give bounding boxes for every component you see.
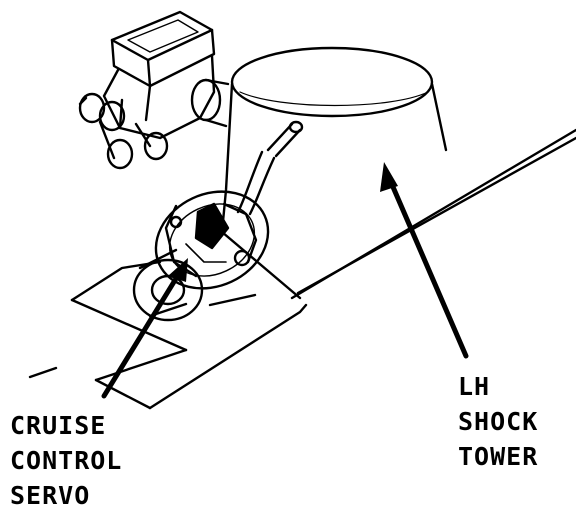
leader-arrows: [101, 177, 469, 399]
cruise-control-servo: [132, 190, 270, 322]
vacuum-hose: [236, 120, 304, 216]
label-line: SERVO: [10, 481, 91, 510]
shock-tower: [220, 46, 448, 300]
fender-panel: [28, 128, 576, 410]
label-line: TOWER: [458, 442, 539, 471]
lh-shock-tower-label: LH SHOCK TOWER: [458, 369, 538, 474]
label-line: SHOCK: [458, 407, 539, 436]
cruise-control-servo-label: CRUISE CONTROL SERVO: [10, 408, 122, 513]
arrow-tower-head: [380, 162, 398, 192]
master-cylinder: [78, 10, 230, 170]
arrow-servo-head: [168, 258, 188, 282]
arrow-tower: [387, 177, 469, 359]
arrow-servo: [101, 269, 183, 399]
label-line: CRUISE: [10, 411, 107, 440]
label-line: LH: [458, 372, 491, 401]
label-line: CONTROL: [10, 446, 123, 475]
